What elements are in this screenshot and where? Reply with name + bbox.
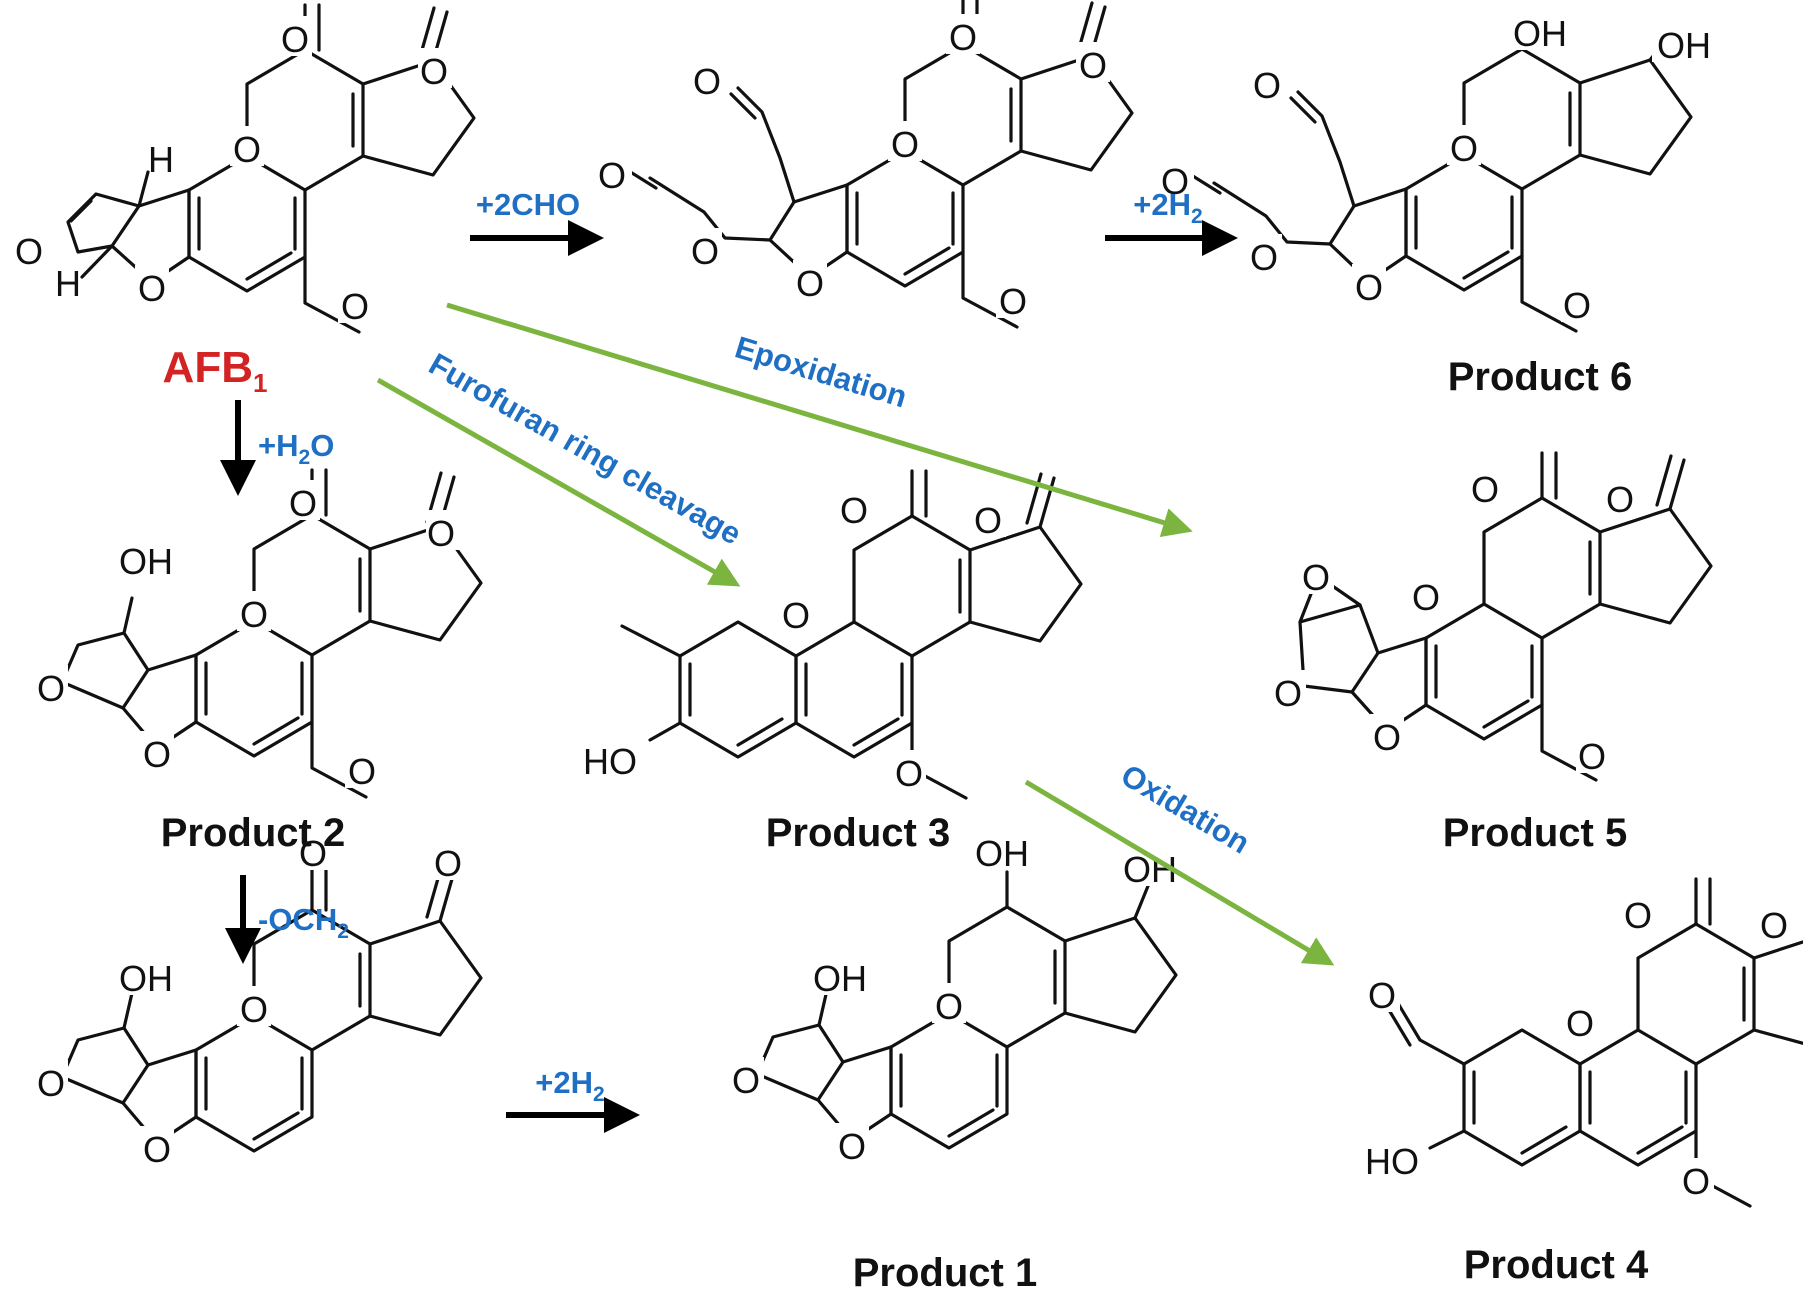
product-4-label: Product 4 xyxy=(1464,1243,1649,1287)
oxygen-label: O xyxy=(1161,161,1189,202)
oxygen-label: O xyxy=(1450,128,1478,169)
product-6-label: Product 6 xyxy=(1448,355,1632,399)
oxygen-label: O xyxy=(427,513,455,554)
oxygen-label: O xyxy=(999,281,1027,322)
oxygen-label: O xyxy=(1578,736,1606,777)
oxygen-label: O xyxy=(693,61,721,102)
oxygen-label: O xyxy=(838,1126,866,1167)
afb1-hydrogen-top: H xyxy=(148,139,174,180)
hydroxyl-label: OH xyxy=(1657,25,1711,66)
hydroxyl-label: OH xyxy=(813,958,867,999)
product-2-label: Product 2 xyxy=(161,811,345,855)
oxygen-label: O xyxy=(691,231,719,272)
step-och2-label: -OCH2 xyxy=(258,902,349,943)
oxygen-label: O xyxy=(732,1060,760,1101)
oxygen-label: O xyxy=(1253,65,1281,106)
oxygen-label: O xyxy=(37,1063,65,1104)
oxygen-label: O xyxy=(1250,237,1278,278)
oxygen-label: O xyxy=(1624,895,1652,936)
oxygen-label: O xyxy=(143,734,171,775)
product-1-label: Product 1 xyxy=(853,1251,1037,1295)
epoxide-oxygen-label: O xyxy=(1302,557,1330,598)
intermediate-dialdehyde-structure xyxy=(622,0,1134,329)
oxygen-label: O xyxy=(233,129,261,170)
oxygen-label: O xyxy=(37,668,65,709)
oxygen-label: O xyxy=(935,986,963,1027)
hydroxyl-label: OH xyxy=(1513,13,1567,54)
oxygen-label: O xyxy=(341,286,369,327)
oxygen-label: O xyxy=(1274,673,1302,714)
oxygen-label: O xyxy=(434,843,462,884)
oxygen-label: O xyxy=(949,17,977,58)
oxygen-label: O xyxy=(895,753,923,794)
hydroxyl-label: OH xyxy=(975,833,1029,874)
step-cho-label: +2CHO xyxy=(476,187,580,222)
oxygen-label: O xyxy=(1760,905,1788,946)
step-furofuran-label: Furofuran ring cleavage xyxy=(423,346,747,551)
oxygen-label: O xyxy=(1355,267,1383,308)
step-h2-bottom-label: +2H2 xyxy=(535,1065,604,1106)
product-4-structure xyxy=(1384,877,1803,1208)
oxygen-label: O xyxy=(1606,479,1634,520)
oxygen-label: O xyxy=(240,594,268,635)
product-5-structure xyxy=(1298,451,1713,782)
oxygen-label: O xyxy=(15,231,43,272)
oxygen-label: O xyxy=(281,19,309,60)
oxygen-label: O xyxy=(1079,45,1107,86)
product-3-structure xyxy=(620,469,1083,800)
oxygen-label: O xyxy=(1373,717,1401,758)
oxygen-label: O xyxy=(1566,1003,1594,1044)
product-6-structure xyxy=(1186,16,1693,333)
afb1-hydrogen-bottom: H xyxy=(55,263,81,304)
arrow-epoxidation xyxy=(446,302,1193,538)
oxygen-label: O xyxy=(289,483,317,524)
oxygen-label: O xyxy=(138,268,166,309)
oxygen-label: O xyxy=(1563,285,1591,326)
oxygen-label: O xyxy=(143,1129,171,1170)
product-1-structure xyxy=(755,870,1178,1150)
oxygen-label: O xyxy=(240,989,268,1030)
oxygen-label: O xyxy=(1471,469,1499,510)
oxygen-label: O xyxy=(1368,975,1396,1016)
oxygen-label: O xyxy=(796,263,824,304)
oxygen-label: O xyxy=(1412,577,1440,618)
step-labels: +2CHO +2H2 +H2O -OCH2 +2H2 Epoxidation F… xyxy=(258,187,1256,1106)
arrow-oxidation xyxy=(1024,779,1335,966)
oxygen-label: O xyxy=(598,155,626,196)
oxygen-label: O xyxy=(974,500,1002,541)
oxygen-label: O xyxy=(891,124,919,165)
oxygen-label: O xyxy=(348,751,376,792)
product-3-label: Product 3 xyxy=(766,811,950,855)
oxygen-label: O xyxy=(299,833,327,874)
oxygen-label: O xyxy=(420,51,448,92)
oxygen-label: O xyxy=(782,595,810,636)
hydroxyl-label: OH xyxy=(119,541,173,582)
hydroxyl-label: HO xyxy=(583,741,637,782)
afb1-label: AFB1 xyxy=(163,343,268,398)
reaction-arrows xyxy=(220,220,1335,1133)
step-h2-top-label: +2H2 xyxy=(1133,187,1202,228)
oxygen-label: O xyxy=(840,490,868,531)
hydroxyl-label: HO xyxy=(1365,1141,1419,1182)
step-h2o-label: +H2O xyxy=(258,428,334,469)
afb1-structure: H H xyxy=(55,3,476,334)
hydroxyl-label: OH xyxy=(119,958,173,999)
atom-labels: O O O O O O O O O O O O O O OH OH O xyxy=(12,10,1792,1202)
product-2-structure xyxy=(60,468,483,799)
oxygen-label: O xyxy=(1682,1161,1710,1202)
product-5-label: Product 5 xyxy=(1443,811,1627,855)
arrow-furofuran-cleavage xyxy=(376,377,741,587)
